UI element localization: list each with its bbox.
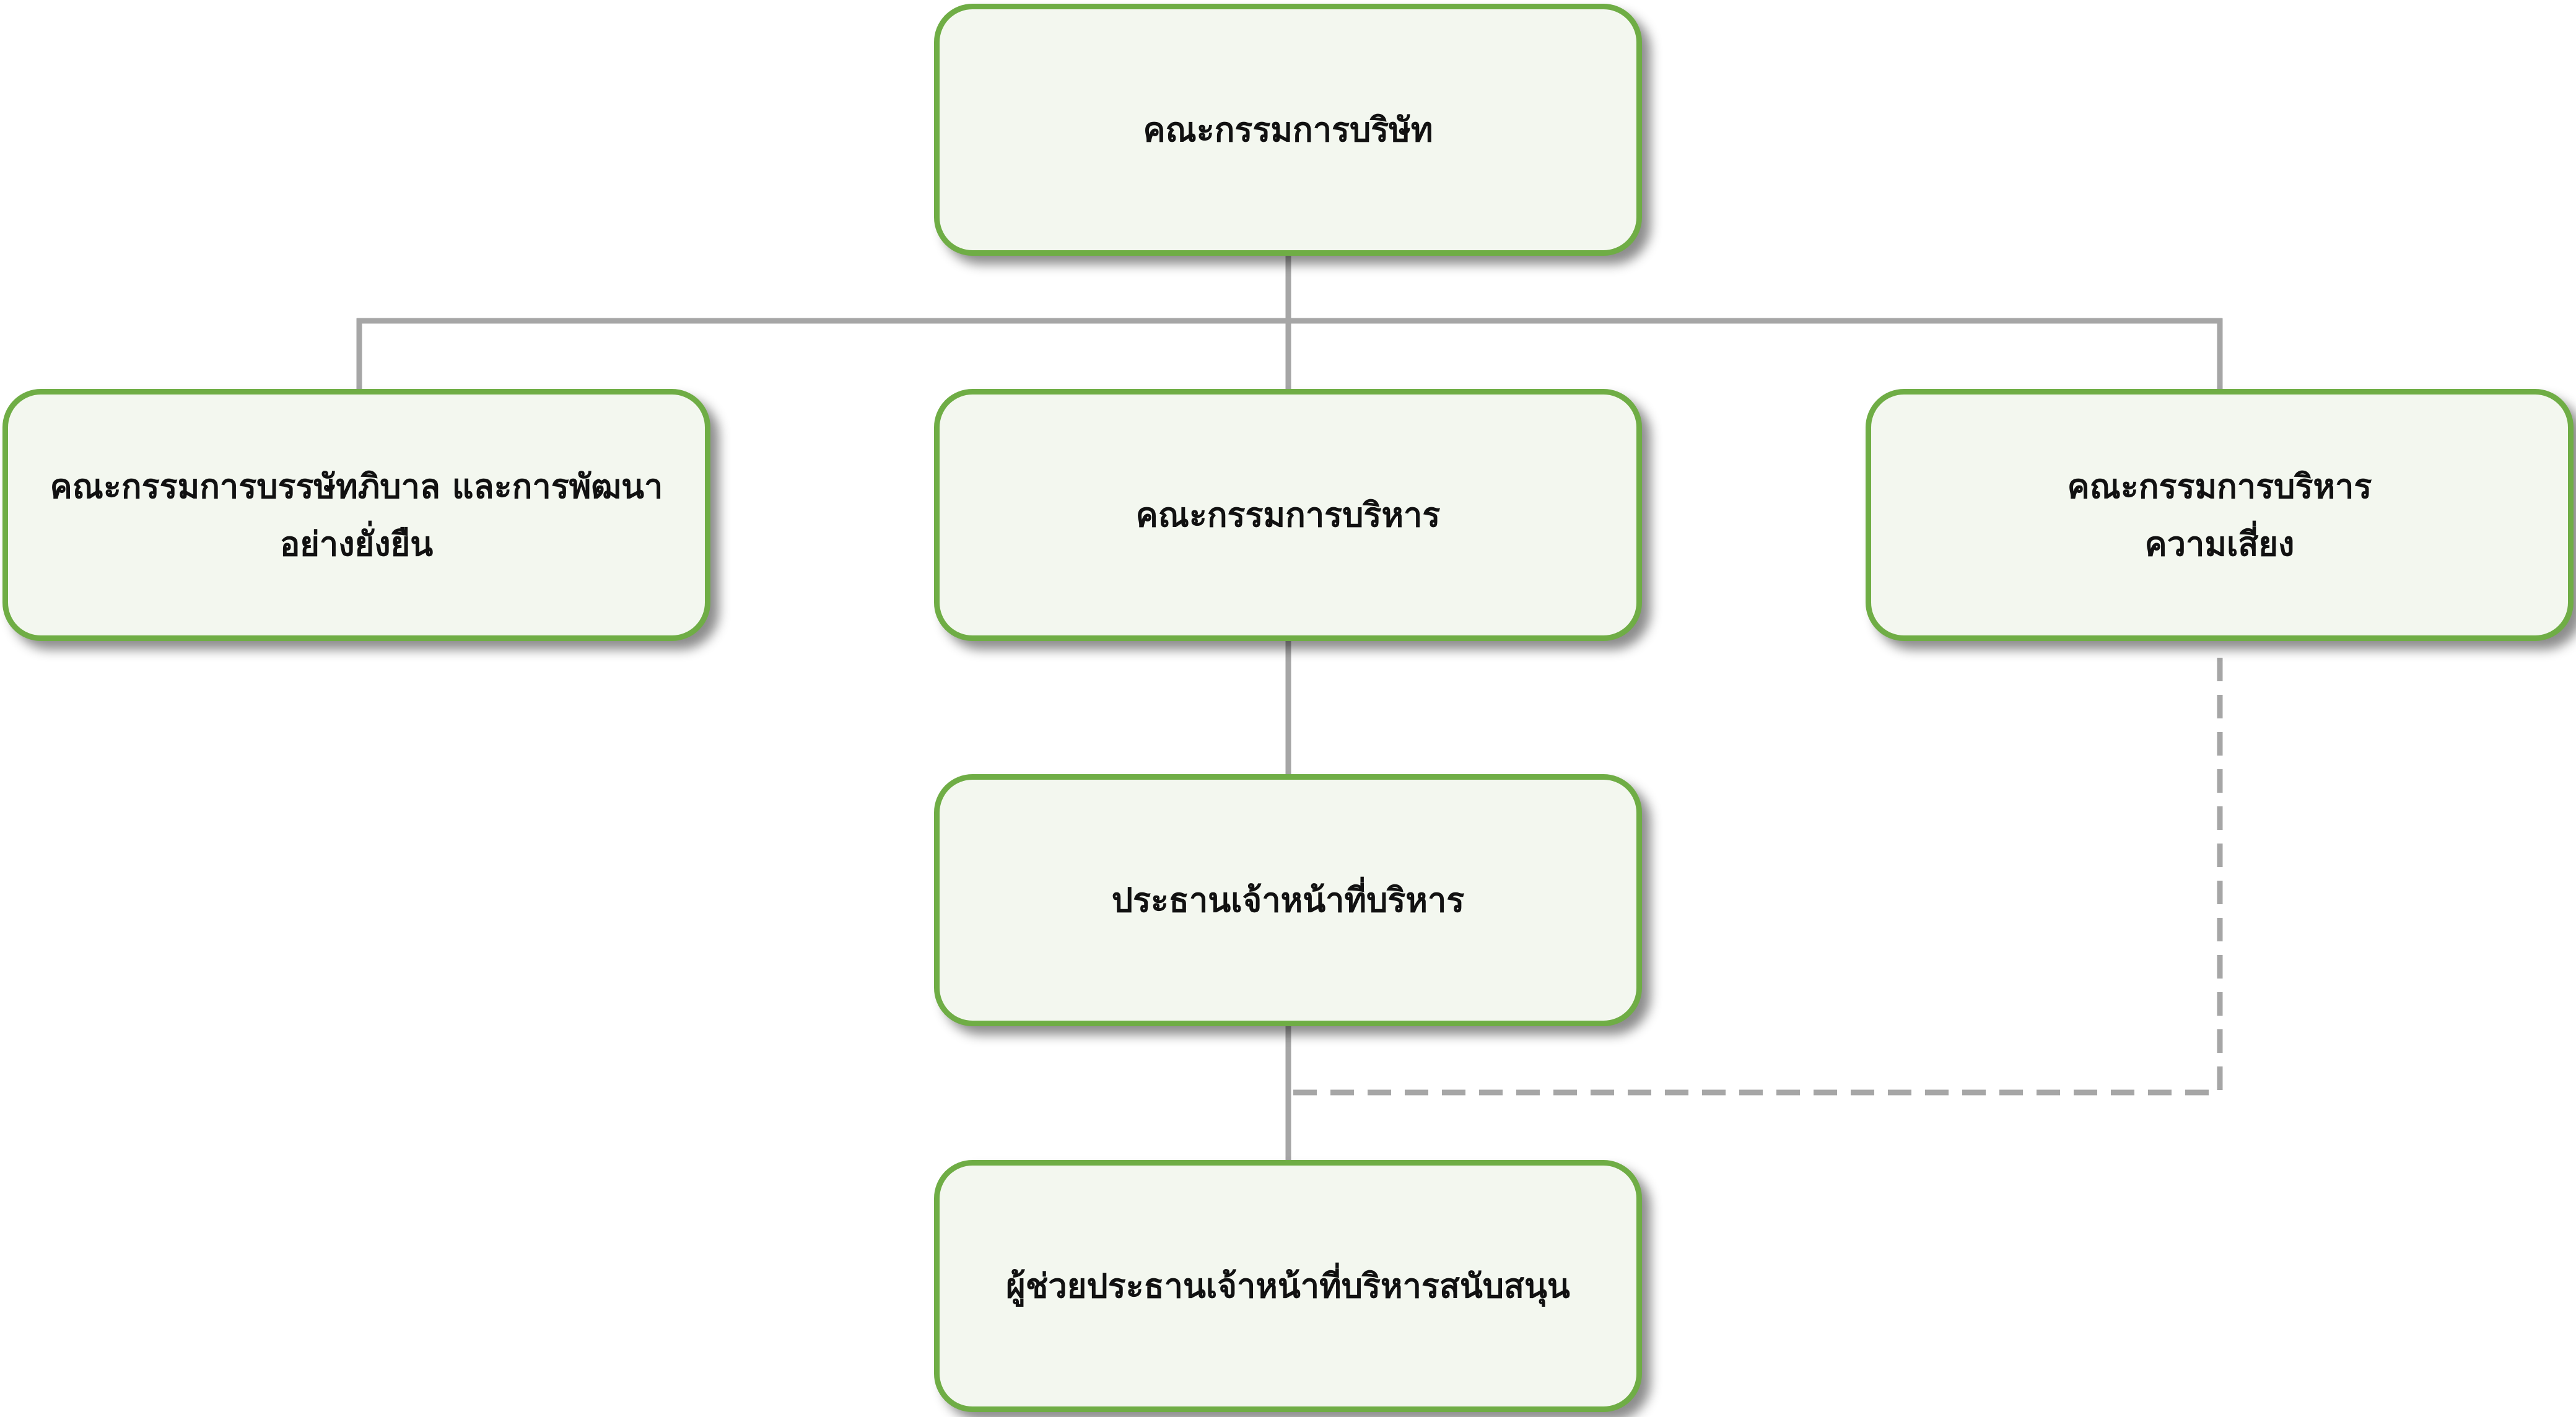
- node-governance-label: คณะกรรมการบรรษัทภิบาล และการพัฒนา อย่างย…: [50, 466, 663, 564]
- node-executive-label: คณะกรรมการบริหาร: [1135, 495, 1441, 534]
- node-assistant-ceo-support-label: ผู้ช่วยประธานเจ้าหน้าที่บริหารสนับสนุน: [1006, 1267, 1570, 1306]
- node-board-label: คณะกรรมการบริษัท: [1143, 110, 1433, 149]
- node-risk-committee: คณะกรรมการบริหาร ความเสี่ยง: [1866, 389, 2574, 641]
- node-assistant-ceo-support: ผู้ช่วยประธานเจ้าหน้าที่บริหารสนับสนุน: [934, 1160, 1642, 1412]
- node-board-of-directors: คณะกรรมการบริษัท: [934, 4, 1642, 256]
- node-ceo: ประธานเจ้าหน้าที่บริหาร: [934, 774, 1642, 1026]
- node-risk-label: คณะกรรมการบริหาร ความเสี่ยง: [2067, 466, 2372, 564]
- edge-risk-to-assistant-dashed: [1291, 658, 2223, 1096]
- node-executive-committee: คณะกรรมการบริหาร: [934, 389, 1642, 641]
- node-governance-committee: คณะกรรมการบรรษัทภิบาล และการพัฒนา อย่างย…: [2, 389, 710, 641]
- node-ceo-label: ประธานเจ้าหน้าที่บริหาร: [1111, 881, 1465, 920]
